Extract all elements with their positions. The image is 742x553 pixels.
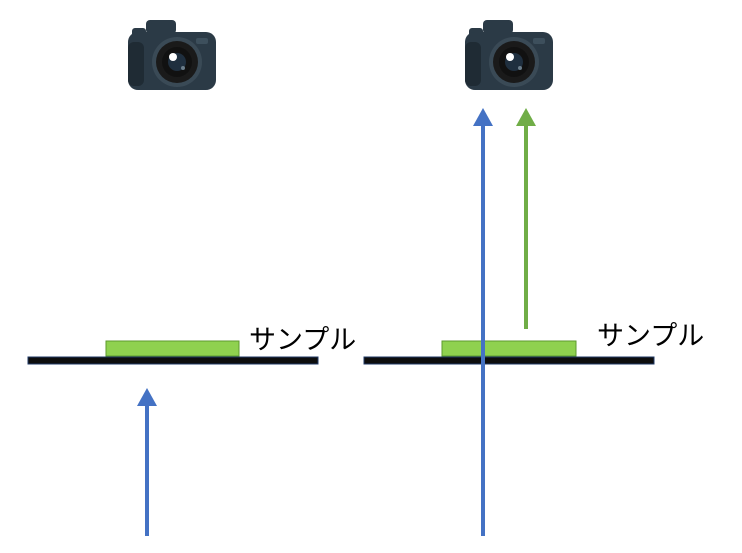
camera-icon <box>128 20 216 90</box>
light-arrow-left <box>137 388 157 536</box>
stage-right <box>363 356 655 365</box>
camera-icon <box>465 20 553 90</box>
sample-signal-arrow <box>516 108 536 329</box>
left-setup: サンプル <box>27 20 356 536</box>
stage-left <box>27 356 319 365</box>
sample-right <box>441 340 577 357</box>
sample-label-right: サンプル <box>597 321 704 352</box>
sample-left <box>105 340 240 357</box>
light-arrow-right <box>473 108 493 536</box>
right-setup: サンプル <box>363 20 704 536</box>
sample-label-left: サンプル <box>249 325 356 356</box>
